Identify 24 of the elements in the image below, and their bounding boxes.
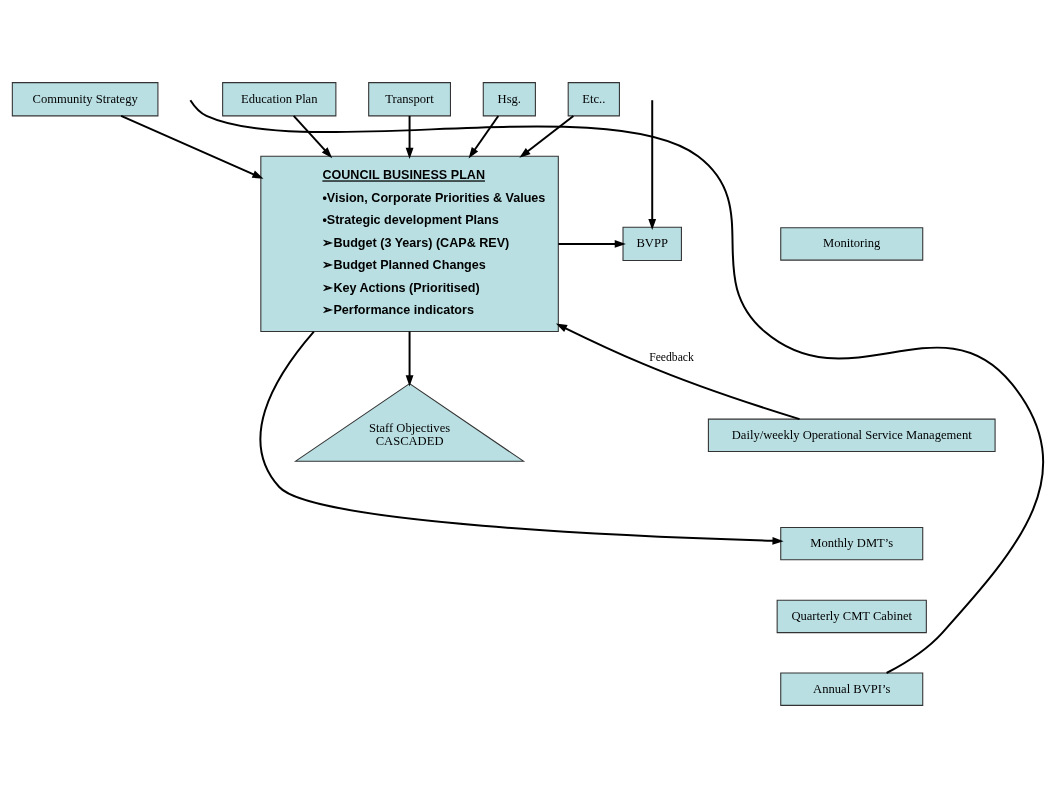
arrow: [468, 114, 500, 158]
node-box: Education Plan: [222, 81, 337, 116]
node-box: Hsg.: [482, 81, 536, 116]
arrow: [555, 322, 801, 420]
arrow: [120, 114, 264, 179]
arrow: [259, 330, 784, 545]
connector: [189, 98, 1044, 674]
node-box: Quarterly CMT Cabinet: [776, 599, 927, 633]
node-box: Community Strategy: [11, 81, 159, 116]
node-box: Annual BVPI’s: [780, 672, 924, 706]
arrow: [557, 239, 626, 248]
node-box: BVPP: [622, 226, 682, 261]
node-box: Daily/weekly Operational Service Management: [707, 418, 996, 452]
node-box: Transport: [368, 81, 451, 116]
edge-label: Feedback: [649, 350, 694, 364]
arrow: [292, 114, 333, 158]
node-box: COUNCIL BUSINESS PLAN •Vision, Corporate Priorities & Values •Strategic development Plans ➢Budget (3 Years) (CAP& REV) ➢Budget Planned Changes ➢Key Actions (Prioritised) ➢Performance indicators: [260, 155, 559, 332]
arrow: [519, 114, 575, 158]
arrow: [405, 114, 414, 159]
arrow: [648, 98, 657, 230]
node-box: Monthly DMT’s: [780, 526, 924, 560]
arrow: [405, 330, 414, 386]
node-box: Monitoring: [780, 226, 924, 261]
node-box: Etc..: [567, 81, 620, 116]
